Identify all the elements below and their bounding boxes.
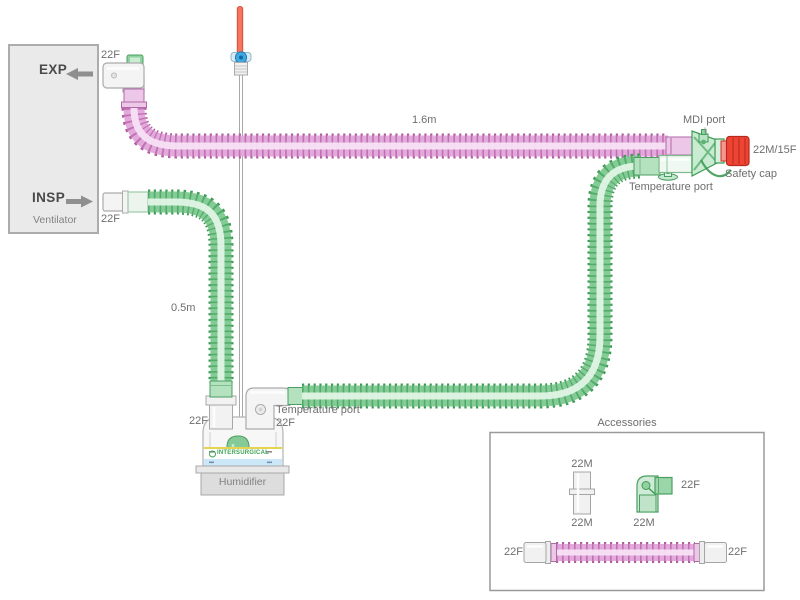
chamber-inlet-connector (205, 380, 237, 430)
exp-elbow-connector (102, 54, 145, 93)
inspiratory-tube (102, 189, 234, 383)
accessory-elbow-connector (636, 475, 673, 513)
label-humidifier: Humidifier (218, 476, 267, 488)
safety-cap (720, 135, 750, 167)
inspiratory-tube-to-patient (302, 153, 661, 409)
exp-arrow-icon (66, 68, 78, 80)
label-mdi-port: MDI port (683, 114, 726, 126)
accessories-box (489, 431, 765, 592)
ventilator-box (8, 44, 99, 234)
temperature-probe (230, 6, 252, 429)
accessory-straight-connector (569, 471, 595, 515)
label-straight-top: 22M (571, 458, 593, 470)
label-exp-port-size: 22F (101, 49, 120, 61)
heater-base (195, 465, 290, 496)
label-wye-temperature-port: Temperature port (629, 181, 713, 193)
chamber-outlet-elbow (245, 387, 304, 430)
label-flex-tube-right: 22F (728, 546, 747, 558)
chamber-brand: INTERSURGICAL (217, 449, 269, 456)
label-humidifier-elbow-size: 22F (276, 416, 295, 429)
label-patient-connector-size: 22M/15F (753, 144, 797, 156)
label-flex-tube-left: 22F (504, 546, 523, 558)
label-exp: EXP (39, 62, 68, 77)
label-chamber-inlet-size: 22F (189, 415, 208, 427)
accessory-flex-tube (523, 541, 727, 564)
label-elbow-right: 22F (681, 479, 700, 491)
label-insp-port-size: 22F (101, 213, 120, 225)
label-accessories-title: Accessories (597, 417, 657, 429)
label-expiratory-length: 1.6m (412, 114, 437, 126)
wye-temperature-port-connector (658, 154, 693, 181)
label-elbow-bottom: 22M (633, 517, 655, 529)
label-ventilator: Ventilator (33, 214, 77, 226)
safety-cap-tether (700, 159, 732, 178)
label-inspiratory-length: 0.5m (171, 302, 196, 314)
label-insp: INSP (32, 189, 66, 205)
wye-piece (691, 127, 732, 178)
label-safety-cap: Safety cap (725, 168, 777, 180)
label-straight-bottom: 22M (571, 517, 593, 529)
expiratory-tube (121, 88, 693, 159)
label-humidifier-temperature-port: Temperature port (276, 404, 360, 416)
insp-arrow-icon (81, 195, 93, 208)
